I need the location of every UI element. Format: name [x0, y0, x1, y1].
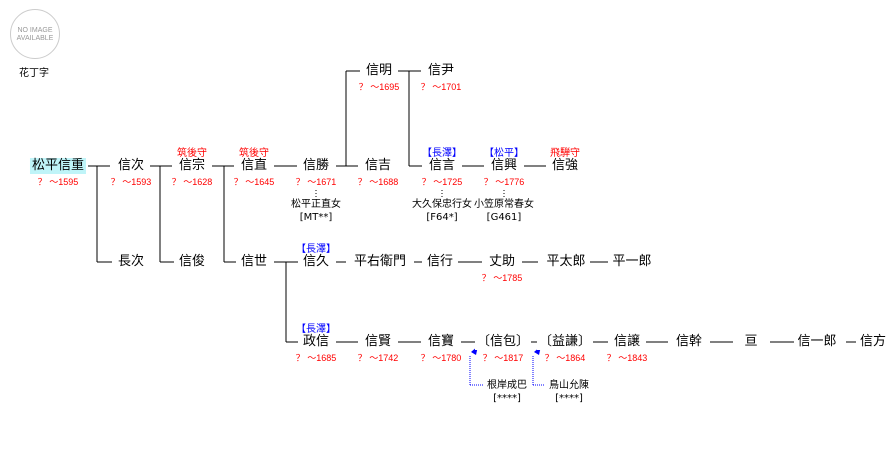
biological-father: 根岸成巴	[487, 380, 527, 391]
lifespan-date: ？ ～1843	[606, 353, 648, 363]
spouse-code: [MT**]	[299, 212, 333, 223]
person-name[interactable]: 信勝	[300, 158, 332, 174]
person-name[interactable]: 信幹	[673, 334, 705, 350]
person-name[interactable]: 信次	[115, 158, 147, 174]
spouse-name: 小笠原常春女	[474, 199, 534, 210]
placeholder-text: NO IMAGE	[17, 27, 53, 34]
no-image-placeholder: NO IMAGE AVAILABLE	[10, 9, 60, 59]
lifespan-date: ？ ～1776	[483, 177, 525, 187]
adopted-from-label: 鳥山允陳 [****]	[549, 379, 589, 405]
court-title: 筑後守	[177, 148, 207, 159]
lifespan-date: ？ ～1695	[358, 82, 400, 92]
person-name[interactable]: 信久	[300, 254, 332, 270]
person-name[interactable]: 〔信包〕	[474, 334, 532, 350]
lifespan-date: ？ ～1742	[357, 353, 399, 363]
adopted-from-label: 根岸成巴 [****]	[487, 379, 527, 405]
spouse-label: 松平正直女 [MT**]	[291, 198, 341, 224]
person-name[interactable]: 信賢	[362, 334, 394, 350]
lifespan-date: ？ ～1785	[481, 273, 523, 283]
lifespan-date: ？ ～1817	[482, 353, 524, 363]
person-name[interactable]: 信譲	[611, 334, 643, 350]
person-name[interactable]: 平右衛門	[351, 254, 409, 270]
spouse-name: 松平正直女	[291, 199, 341, 210]
person-name[interactable]: 信尹	[425, 63, 457, 79]
person-name[interactable]: 信宗	[176, 158, 208, 174]
person-name[interactable]: 信行	[424, 254, 456, 270]
lifespan-date: ？ ～1688	[357, 177, 399, 187]
person-name[interactable]: 政信	[300, 334, 332, 350]
person-name[interactable]: 信一郎	[795, 334, 839, 350]
spouse-code: [G461]	[486, 212, 522, 223]
person-name[interactable]: 信興	[488, 158, 520, 174]
lifespan-date: ？ ～1780	[420, 353, 462, 363]
lifespan-date: ？ ～1595	[37, 177, 79, 187]
person-name[interactable]: 丈助	[486, 254, 518, 270]
lifespan-date: ？ ～1593	[110, 177, 152, 187]
person-name[interactable]: 信強	[549, 158, 581, 174]
spouse-label: 小笠原常春女 [G461]	[474, 198, 534, 224]
father-code: [****]	[555, 393, 583, 404]
person-name[interactable]: 平一郎	[610, 254, 654, 270]
spouse-label: 大久保忠行女 [F64*]	[412, 198, 472, 224]
spouse-code: [F64*]	[426, 212, 458, 223]
lifespan-date: ？ ～1628	[171, 177, 213, 187]
person-name[interactable]: 信俊	[176, 254, 208, 270]
person-name[interactable]: 信方	[857, 334, 889, 350]
spouse-name: 大久保忠行女	[412, 199, 472, 210]
clan-label: 【長澤】	[422, 148, 462, 159]
person-name[interactable]: 信世	[238, 254, 270, 270]
person-name[interactable]: 信吉	[362, 158, 394, 174]
court-title: 筑後守	[239, 148, 269, 159]
person-name[interactable]: 長次	[115, 254, 147, 270]
lifespan-date: ？ ～1645	[233, 177, 275, 187]
person-name[interactable]: 亘	[742, 334, 760, 350]
clan-label: 【長澤】	[296, 324, 336, 335]
person-name[interactable]: 平太郎	[544, 254, 588, 270]
court-title: 飛騨守	[550, 148, 580, 159]
clan-label: 【長澤】	[296, 244, 336, 255]
father-code: [****]	[493, 393, 521, 404]
placeholder-text: AVAILABLE	[16, 35, 54, 42]
person-name: 松平信重	[29, 158, 87, 174]
lifespan-date: ？ ～1725	[421, 177, 463, 187]
person-name[interactable]: 信言	[426, 158, 458, 174]
lifespan-date: ？ ～1864	[544, 353, 586, 363]
person-name[interactable]: 信直	[238, 158, 270, 174]
family-crest-label: 花丁字	[19, 68, 49, 79]
person-name[interactable]: 信寶	[425, 334, 457, 350]
person-name[interactable]: 信明	[363, 63, 395, 79]
clan-label: 【松平】	[484, 148, 524, 159]
lifespan-date: ？ ～1701	[420, 82, 462, 92]
lifespan-date: ？ ～1685	[295, 353, 337, 363]
person-name[interactable]: 〔益謙〕	[536, 334, 594, 350]
lifespan-date: ？ ～1671	[295, 177, 337, 187]
biological-father: 鳥山允陳	[549, 380, 589, 391]
